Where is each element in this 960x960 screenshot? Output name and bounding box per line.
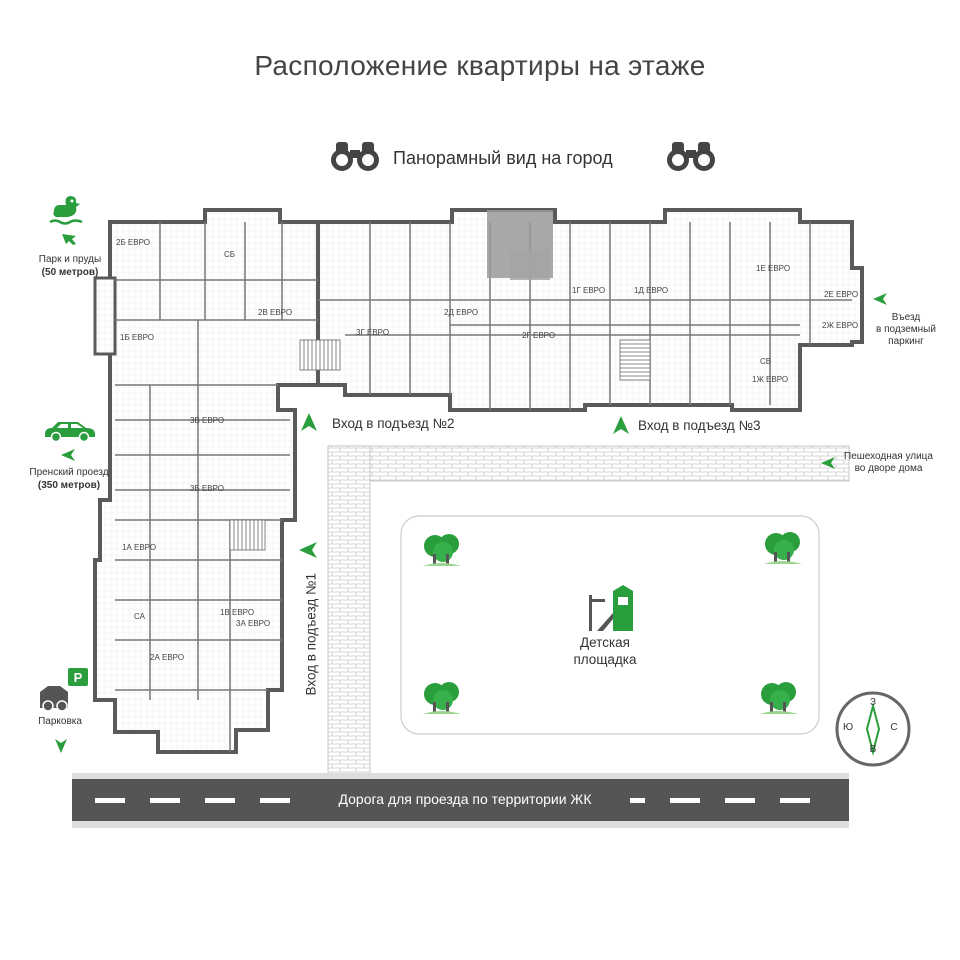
apartment-label: 2Д ЕВРО bbox=[444, 308, 479, 317]
apartment-label: 1Б ЕВРО bbox=[120, 333, 154, 342]
binoculars-icon-right bbox=[667, 142, 715, 171]
tree-icon bbox=[423, 534, 461, 566]
apartment-label: 3Г ЕВРО bbox=[356, 328, 390, 337]
car-icon bbox=[45, 422, 95, 442]
pedestrian-street bbox=[327, 445, 850, 482]
apartment-label: 3В ЕВРО bbox=[190, 416, 225, 425]
entrance-3-arrow-icon bbox=[613, 416, 629, 434]
pedestrian-label: Пешеходная улица во дворе дома bbox=[844, 451, 933, 474]
tree-icon bbox=[764, 532, 802, 564]
compass-s: В bbox=[869, 744, 877, 755]
apartment-label: 1Г ЕВРО bbox=[572, 286, 606, 295]
apartment-label: 3А ЕВРО bbox=[236, 619, 271, 628]
interior-walls bbox=[115, 222, 852, 752]
playground-icon bbox=[589, 585, 633, 631]
entrance-1-label: Вход в подъезд №1 bbox=[303, 573, 319, 696]
page-title: Расположение квартиры на этаже bbox=[254, 50, 706, 81]
arrow-left-icon-entry bbox=[873, 293, 887, 305]
arrow-down-icon bbox=[55, 739, 67, 753]
duck-icon bbox=[49, 196, 83, 225]
compass-icon bbox=[835, 691, 911, 767]
apartment-label: СБ bbox=[224, 250, 236, 259]
park-distance: (50 метров) bbox=[41, 267, 99, 278]
binoculars-icon bbox=[331, 142, 379, 171]
compass-e: С bbox=[890, 722, 898, 733]
entrance-2-label: Вход в подъезд №2 bbox=[332, 416, 455, 431]
proezd-distance: (350 метров) bbox=[37, 480, 101, 491]
park-label: Парк и пруды bbox=[38, 254, 102, 265]
apartment-label: 2В ЕВРО bbox=[258, 308, 293, 317]
apartment-label: СВ bbox=[760, 357, 772, 366]
road-label: Дорога для проезда по территории ЖК bbox=[300, 791, 630, 807]
proezd-label: Пpeнский проезд bbox=[29, 467, 109, 478]
apartment-label: 1В ЕВРО bbox=[220, 608, 255, 617]
parking-sign: P bbox=[73, 670, 83, 685]
tree-icon bbox=[423, 682, 461, 714]
apartment-label: 2Г ЕВРО bbox=[522, 331, 556, 340]
underground-entry-label: Въезд в подземный паркинг bbox=[876, 312, 936, 347]
apartment-label: 1Д ЕВРО bbox=[634, 286, 669, 295]
parking-label: Парковка bbox=[38, 716, 82, 727]
parking-icon bbox=[40, 668, 88, 712]
apartment-label: 3Б ЕВРО bbox=[190, 484, 224, 493]
building bbox=[93, 208, 864, 754]
apartment-label: 2Б ЕВРО bbox=[116, 238, 150, 247]
apartment-label: 1А ЕВРО bbox=[122, 543, 157, 552]
panorama-label: Панорамный вид на город bbox=[393, 148, 613, 168]
arrow-left-icon bbox=[61, 449, 75, 461]
entrance-1-arrow-icon bbox=[299, 542, 317, 558]
walkway-left bbox=[327, 445, 371, 775]
apartment-label: 1Ж ЕВРО bbox=[752, 375, 789, 384]
arrow-left-icon-pedestrian bbox=[821, 457, 835, 469]
apartment-label: 2А ЕВРО bbox=[150, 653, 185, 662]
tree-icon bbox=[760, 682, 798, 714]
entrance-3-label: Вход в подъезд №3 bbox=[638, 418, 761, 433]
courtyard bbox=[400, 515, 820, 735]
apartment-label: 2Ж ЕВРО bbox=[822, 321, 859, 330]
playground-label: Детская площадка bbox=[573, 635, 637, 667]
entrance-2-arrow-icon bbox=[301, 413, 317, 431]
staircase bbox=[229, 339, 651, 551]
road-dashes bbox=[95, 798, 810, 803]
compass-n: З bbox=[869, 697, 877, 708]
compass-w: Ю bbox=[842, 722, 854, 733]
apartment-label: 2Е ЕВРО bbox=[824, 290, 859, 299]
apartment-label: СА bbox=[134, 612, 145, 621]
arrow-up-left-icon bbox=[62, 234, 76, 245]
apartment-label: 1Е ЕВРО bbox=[756, 264, 791, 273]
